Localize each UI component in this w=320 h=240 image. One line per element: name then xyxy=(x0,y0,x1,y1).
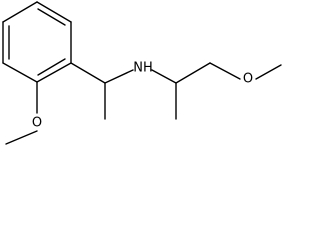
nitrogen-label: NH xyxy=(133,61,153,76)
side-chain xyxy=(5,62,282,145)
bond-ch2-oxygen xyxy=(209,62,241,80)
oxygen-left-label: O xyxy=(32,116,42,131)
bond-oxygen-methyl xyxy=(5,130,38,145)
bond-ch-nh xyxy=(104,69,134,84)
molecule-structure: O NH O xyxy=(2,1,282,145)
bond-ring-ch xyxy=(70,62,106,84)
ring-bond xyxy=(36,1,72,23)
ring-bond xyxy=(36,62,72,83)
ring-double-bond xyxy=(37,58,66,76)
ring-bond xyxy=(2,62,38,83)
bond-oxygen-methyl-right xyxy=(255,64,282,80)
ring-bond xyxy=(2,1,38,23)
ring-double-bond xyxy=(37,8,66,26)
bond-ch-ch2 xyxy=(175,62,211,84)
atom-labels: O NH O xyxy=(32,61,253,131)
benzene-ring xyxy=(2,1,72,83)
bond-nh-ch xyxy=(151,69,177,84)
oxygen-right-label: O xyxy=(243,72,253,87)
